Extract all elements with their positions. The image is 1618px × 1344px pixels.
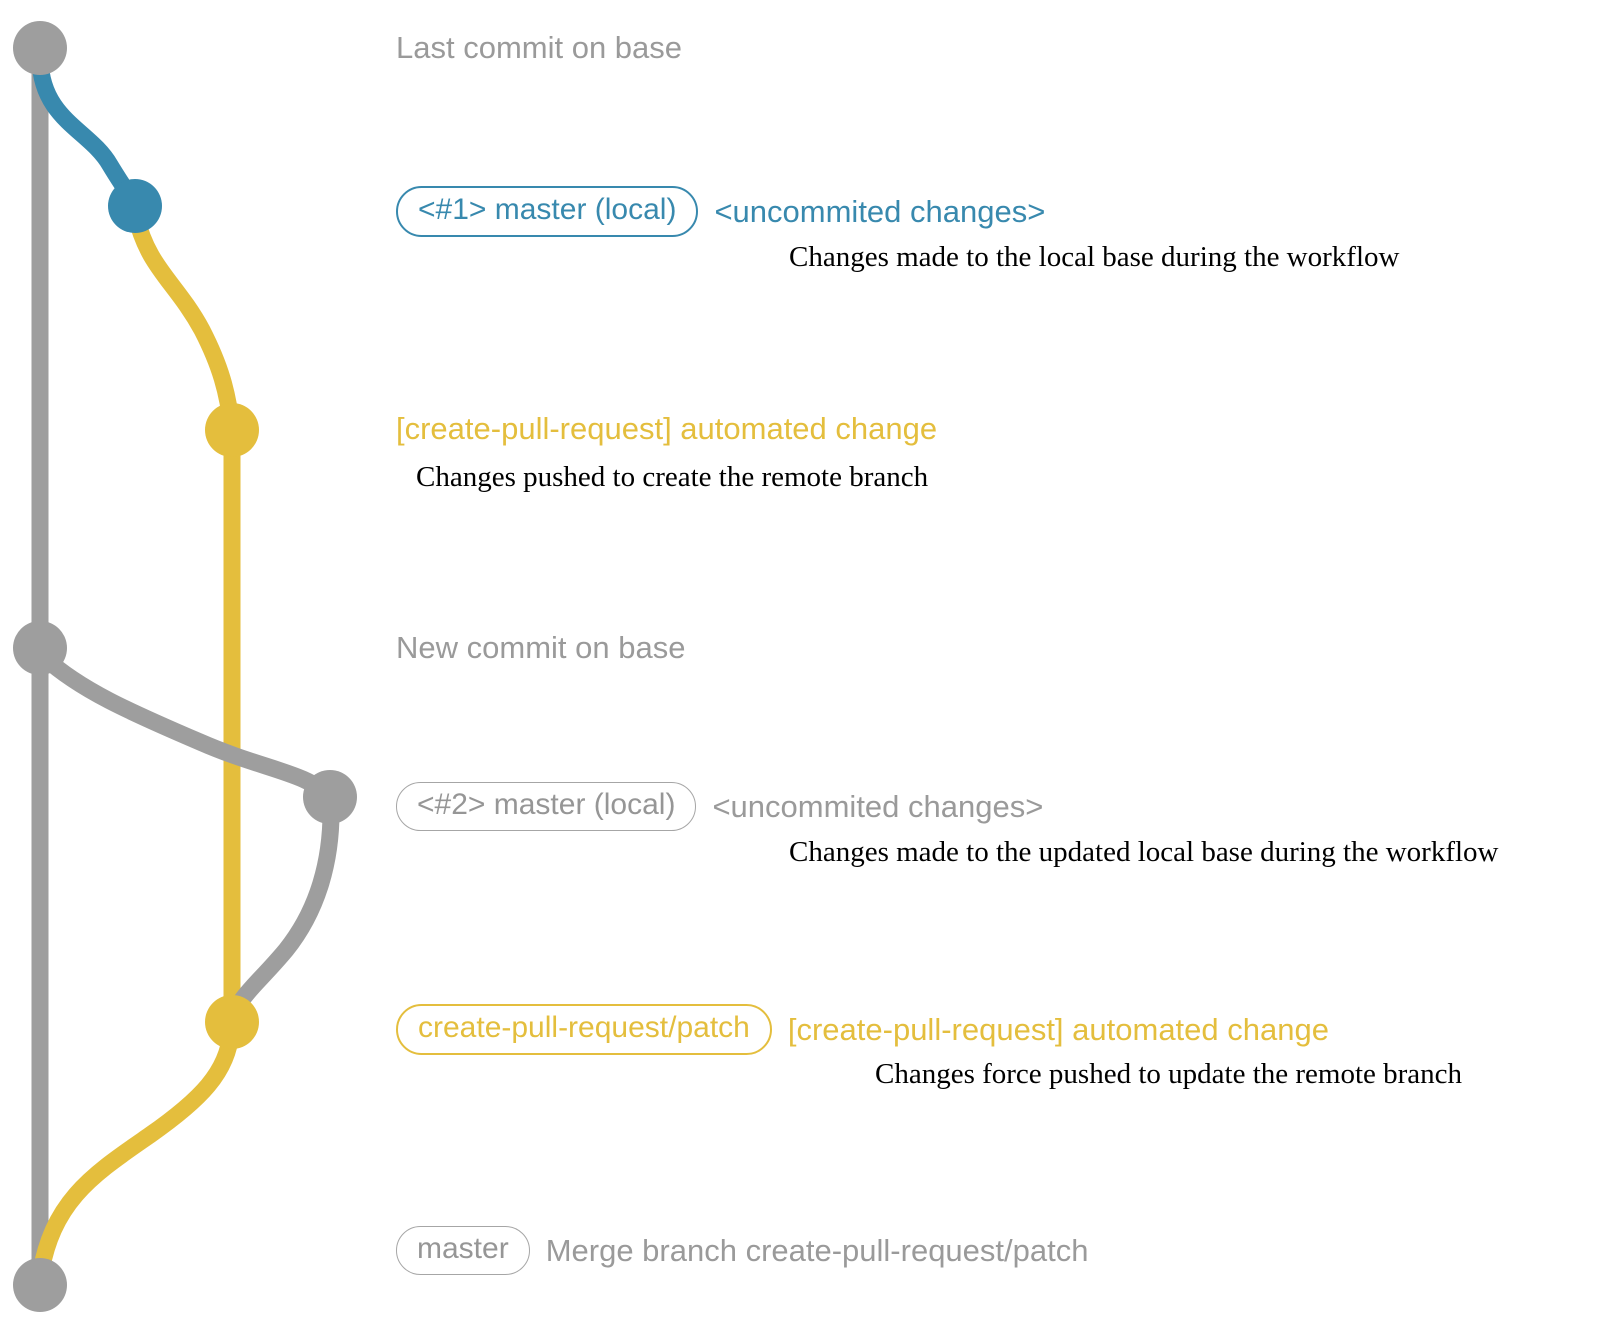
row-headline: <#1> master (local) <uncommited changes> [396, 186, 1045, 237]
commit-node-patch-2[interactable] [205, 995, 259, 1049]
row-merge-commit: master Merge branch create-pull-request/… [396, 1226, 1088, 1275]
commit-node-local-1[interactable] [108, 179, 162, 233]
row-description: Changes made to the local base during th… [789, 241, 1400, 273]
commit-node-base-last[interactable] [13, 21, 67, 75]
commit-node-base-merge[interactable] [13, 1258, 67, 1312]
commit-message: Merge branch create-pull-request/patch [545, 1233, 1089, 1268]
commit-message: [create-pull-request] automated change [787, 1012, 1329, 1047]
row-automated-change-1: [create-pull-request] automated change [396, 413, 937, 444]
branch-badge-local-1[interactable]: <#1> master (local) [396, 186, 699, 237]
row-headline: <#2> master (local) <uncommited changes> [396, 782, 1043, 831]
edge-basenew-to-local2 [35, 648, 339, 806]
edge-local1-to-patch1 [127, 207, 241, 439]
row-description: Changes force pushed to update the remot… [875, 1058, 1463, 1090]
row-last-commit-on-base: Last commit on base [396, 32, 682, 63]
row-headline: New commit on base [396, 632, 685, 663]
commit-node-local-2[interactable] [303, 770, 357, 824]
commit-message: New commit on base [396, 630, 686, 665]
branch-badge-local-2[interactable]: <#2> master (local) [396, 782, 697, 831]
row-headline: master Merge branch create-pull-request/… [396, 1226, 1088, 1275]
branch-badge-master[interactable]: master [396, 1226, 530, 1275]
commit-nodes [13, 21, 357, 1312]
row-description: Changes made to the updated local base d… [789, 836, 1499, 868]
row-new-commit-on-base: New commit on base [396, 632, 685, 663]
row-description: Changes pushed to create the remote bran… [416, 461, 929, 493]
row-headline: create-pull-request/patch [create-pull-r… [396, 1004, 1329, 1055]
row-automated-change-2: create-pull-request/patch [create-pull-r… [396, 1004, 1329, 1055]
git-graph [13, 21, 357, 1312]
row-local-change-2: <#2> master (local) <uncommited changes> [396, 782, 1043, 831]
commit-message: Last commit on base [396, 30, 683, 65]
commit-message: <uncommited changes> [714, 194, 1046, 229]
commit-node-patch-1[interactable] [205, 403, 259, 457]
edge-patch2-to-merge [31, 1023, 240, 1286]
row-local-change-1: <#1> master (local) <uncommited changes> [396, 186, 1045, 237]
branch-badge-patch[interactable]: create-pull-request/patch [396, 1004, 772, 1055]
row-headline: [create-pull-request] automated change [396, 413, 937, 444]
row-headline: Last commit on base [396, 32, 682, 63]
commit-message: [create-pull-request] automated change [396, 411, 938, 446]
commit-message: <uncommited changes> [712, 789, 1044, 824]
commit-node-base-new[interactable] [13, 621, 67, 675]
